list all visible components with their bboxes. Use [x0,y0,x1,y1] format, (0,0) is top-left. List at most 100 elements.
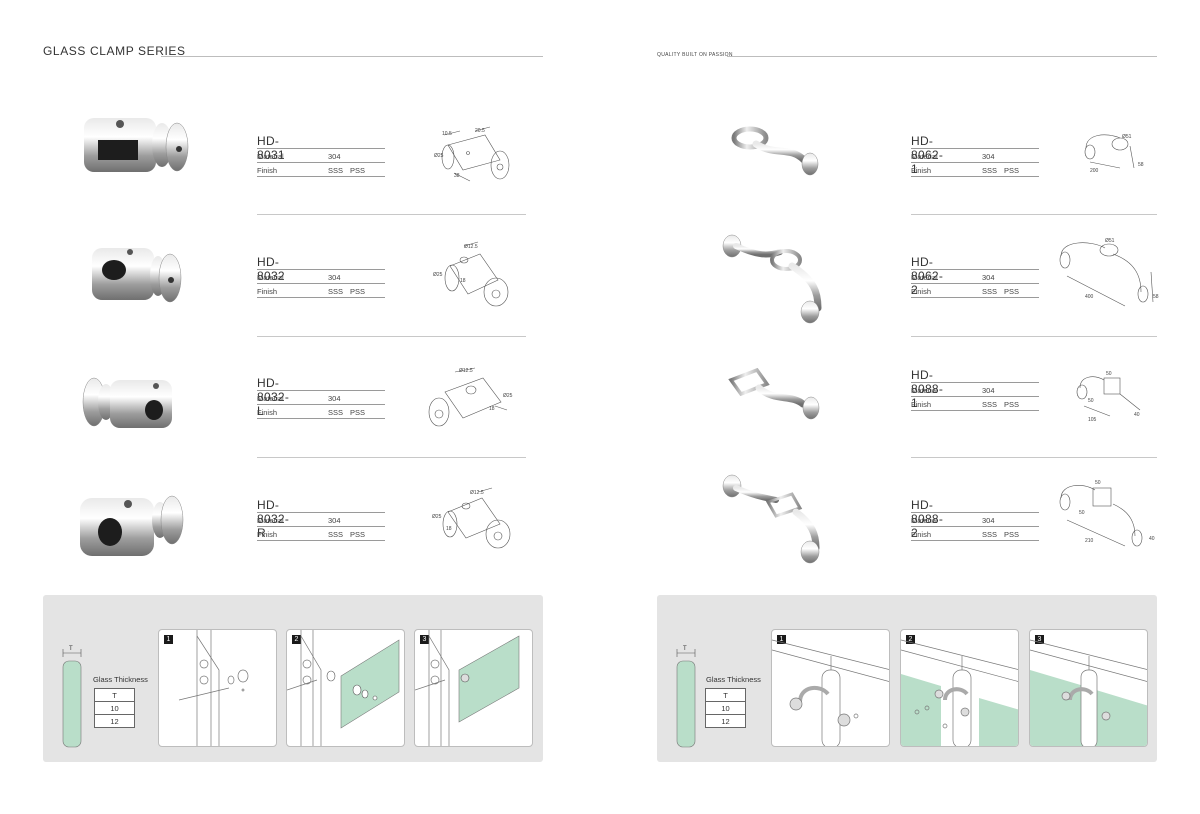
spec-material-row: Material 304 [257,270,385,284]
table-cell: 12 [94,714,135,728]
dim-label: 210 [1085,538,1094,544]
dimension-drawing: Ø12.5 Ø25 18 [428,367,513,427]
step-number: 1 [777,635,786,644]
spec-label: Material [257,394,284,403]
spec-rule [257,148,385,149]
dim-label: Ø12.5 [459,368,473,374]
header-rule [727,56,1157,57]
spec-value: SSS [328,166,344,175]
spec-value: SSS [982,287,998,296]
table-header: T [94,688,135,702]
spec-rule [257,390,385,391]
spec-label: Finish [257,166,278,175]
dim-label: 50 [1088,398,1094,404]
dim-label: 20.5 [475,128,485,134]
dimension-drawing: Ø51 200 58 [1084,134,1144,174]
spec-label: Material [257,152,284,161]
step-number: 1 [164,635,173,644]
dimension-drawing: Ø12.5 Ø25 18 [433,241,509,307]
dim-label: 38 [454,173,460,179]
step-number: 3 [1035,635,1044,644]
product-code: HD-8032 [257,255,285,283]
spec-label: Finish [911,287,932,296]
table-header: T [705,688,746,702]
spec-rule [257,269,385,270]
dim-label: 58 [1153,294,1159,300]
spec-value: SSS [328,408,344,417]
dim-label: 50 [1079,510,1085,516]
dim-label: Ø12.5 [464,244,478,250]
spec-label: Finish [257,530,278,539]
step-number: 3 [420,635,429,644]
step-illustration [772,639,889,746]
product-code: HD-8088-1 [911,368,944,410]
dim-label: Ø51 [1122,134,1132,140]
spec-label: Finish [257,408,278,417]
dim-label: 50 [1095,480,1101,486]
step-illustration [178,630,249,746]
section-divider [257,214,526,215]
spec-label: Material [911,152,938,161]
dim-label: Ø12.5 [470,490,484,496]
dim-label: Ø25 [503,393,513,399]
table-cell: 10 [94,701,135,715]
spec-value: PSS [350,408,366,417]
product-photo [731,126,819,176]
spec-material-row: Material 304 [911,149,1039,163]
spec-material-row: Material 304 [257,513,385,527]
product-code: HD-8062-2 [911,255,944,297]
spec-value: SSS [982,166,998,175]
install-step-1: 1 [158,629,277,747]
page-title: GLASS CLAMP SERIES [43,44,186,58]
step-illustration [415,630,520,746]
step-number: 2 [292,635,301,644]
dim-label: 400 [1085,294,1094,300]
spec-label: Finish [911,400,932,409]
glass-thickness-diagram: T [62,646,82,748]
product-photo [728,367,820,420]
spec-value: 304 [328,273,341,282]
spec-label: Finish [911,530,932,539]
t-label: T [69,646,73,652]
table-cell: 10 [705,701,746,715]
spec-finish-row: Finish SSS PSS [911,527,1039,541]
spec-value: PSS [1004,166,1020,175]
spec-value: 304 [982,386,995,395]
glass-thickness-diagram: T [676,646,696,748]
install-step-1: 1 [771,629,890,747]
product-photo [722,234,822,324]
product-photo [92,248,182,303]
section-divider [257,457,526,458]
dim-label: Ø25 [432,514,442,520]
spec-label: Material [257,516,284,525]
section-divider [911,336,1157,337]
spec-finish-row: Finish SSS PSS [257,163,385,177]
glass-thickness-label: Glass Thickness [706,675,761,684]
step-illustration [287,630,400,746]
dim-label: 18 [489,406,495,412]
product-photo [722,474,820,564]
spec-finish-row: Finish SSS PSS [911,163,1039,177]
step-number: 2 [906,635,915,644]
spec-value: PSS [1004,287,1020,296]
spec-material-row: Material 304 [257,391,385,405]
product-photo [80,495,184,556]
dim-label: Ø25 [433,272,443,278]
section-divider [911,457,1157,458]
dimension-drawing: Ø51 400 58 [1059,238,1159,307]
spec-value: PSS [350,166,366,175]
glass-thickness-table: T 10 12 [94,688,135,728]
spec-label: Material [911,273,938,282]
spec-finish-row: Finish SSS PSS [911,284,1039,298]
spec-value: SSS [982,530,998,539]
page-tagline: QUALITY BUILT ON PASSION [657,52,733,58]
spec-value: SSS [328,530,344,539]
glass-thickness-table: T 10 12 [705,688,746,728]
spec-material-row: Material 304 [911,270,1039,284]
install-step-2: 2 [286,629,405,747]
spec-value: PSS [350,287,366,296]
spec-label: Material [257,273,284,282]
spec-value: 304 [328,152,341,161]
install-step-3: 3 [1029,629,1148,747]
spec-finish-row: Finish SSS PSS [257,284,385,298]
